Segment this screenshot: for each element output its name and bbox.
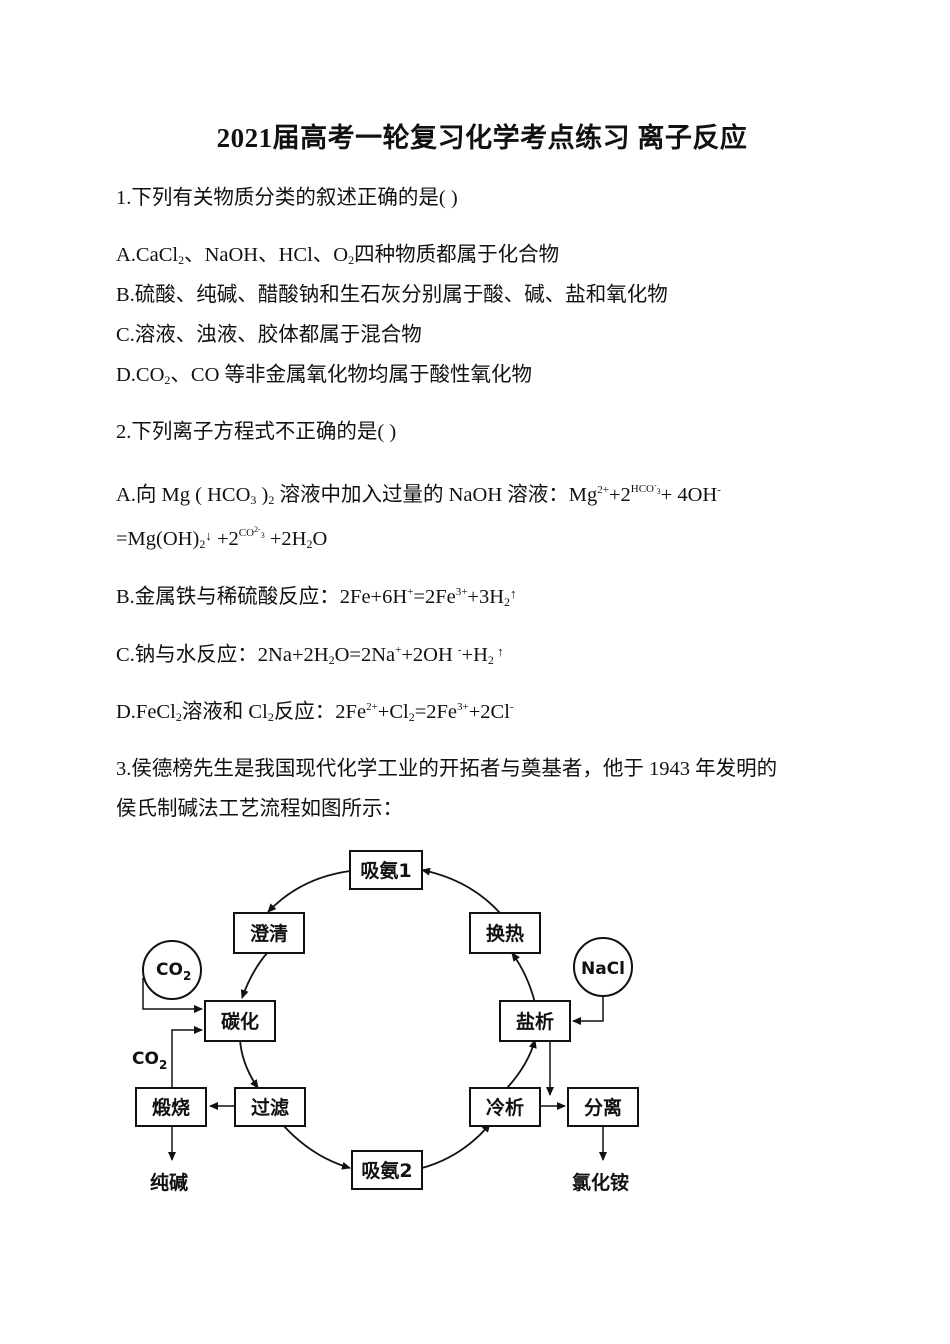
- q1-stem: 1.下列有关物质分类的叙述正确的是( ): [116, 187, 458, 209]
- box-filter: [234, 1087, 306, 1127]
- box-salting-out: [499, 1000, 571, 1042]
- circle-co2: [142, 940, 202, 1000]
- q3-line2: 侯氏制碱法工艺流程如图所示：: [116, 798, 403, 820]
- box-absorb-ammonia-2: [351, 1150, 423, 1190]
- label-ammonium-chloride: 氯化铵: [572, 1171, 629, 1194]
- label-absorb-ammonia-1: 吸氨1: [360, 859, 411, 882]
- q2-option-a-line2: =Mg(OH)2↓ +2CO2-3 +2H2O: [116, 525, 328, 551]
- box-calcine: [135, 1087, 207, 1127]
- label-co2-recycle: CO2: [132, 1049, 167, 1072]
- label-soda-ash: 纯碱: [150, 1171, 188, 1194]
- q3-line1: 3.侯德榜先生是我国现代化学工业的开拓者与奠基者，他于 1943 年发明的: [116, 758, 778, 780]
- label-carbonize: 碳化: [221, 1010, 259, 1033]
- label-co2-circle: CO2: [156, 960, 191, 983]
- label-calcine: 煅烧: [152, 1096, 190, 1119]
- label-filter: 过滤: [251, 1097, 289, 1119]
- q1-option-c: C.溶液、浊液、胶体都属于混合物: [116, 324, 422, 346]
- circle-nacl: [573, 937, 633, 997]
- q1-option-b: B.硫酸、纯碱、醋酸钠和生石灰分别属于酸、碱、盐和氧化物: [116, 284, 668, 306]
- box-carbonize: [204, 1000, 276, 1042]
- label-heat-exchange: 换热: [486, 922, 524, 945]
- label-separate: 分离: [584, 1096, 622, 1119]
- connectors: [142, 978, 607, 1161]
- q2-stem: 2.下列离子方程式不正确的是( ): [116, 421, 397, 443]
- q2-option-a-line1: A.向 Mg ( HCO3 )2 溶液中加入过量的 NaOH 溶液：Mg2++2…: [116, 481, 721, 507]
- label-cool-precipitate: 冷析: [486, 1096, 524, 1119]
- q2-option-d: D.FeCl2溶液和 Cl2反应：2Fe2++Cl2=2Fe3++2Cl-: [116, 701, 514, 724]
- label-salting-out: 盐析: [516, 1010, 554, 1033]
- box-clarify: [233, 912, 305, 954]
- cycle-arrows: [239, 867, 537, 1170]
- label-nacl-circle: NaCl: [581, 959, 625, 979]
- q2-option-c: C.钠与水反应：2Na+2H2O=2Na++2OH -+H2 ↑: [116, 644, 504, 667]
- q2-option-b: B.金属铁与稀硫酸反应：2Fe+6H+=2Fe3++3H2↑: [116, 586, 517, 609]
- q1-option-a: A.CaCl2、NaOH、HCl、O2四种物质都属于化合物: [116, 244, 560, 267]
- label-absorb-ammonia-2: 吸氨2: [361, 1159, 412, 1182]
- box-separate: [567, 1087, 639, 1127]
- page-title: 2021届高考一轮复习化学考点练习 离子反应: [216, 123, 748, 153]
- box-absorb-ammonia-1: [349, 850, 423, 890]
- label-clarify: 澄清: [250, 922, 288, 945]
- q1-option-d: D.CO2、CO 等非金属氧化物均属于酸性氧化物: [116, 364, 533, 387]
- box-heat-exchange: [469, 912, 541, 954]
- box-cool-precipitate: [469, 1087, 541, 1127]
